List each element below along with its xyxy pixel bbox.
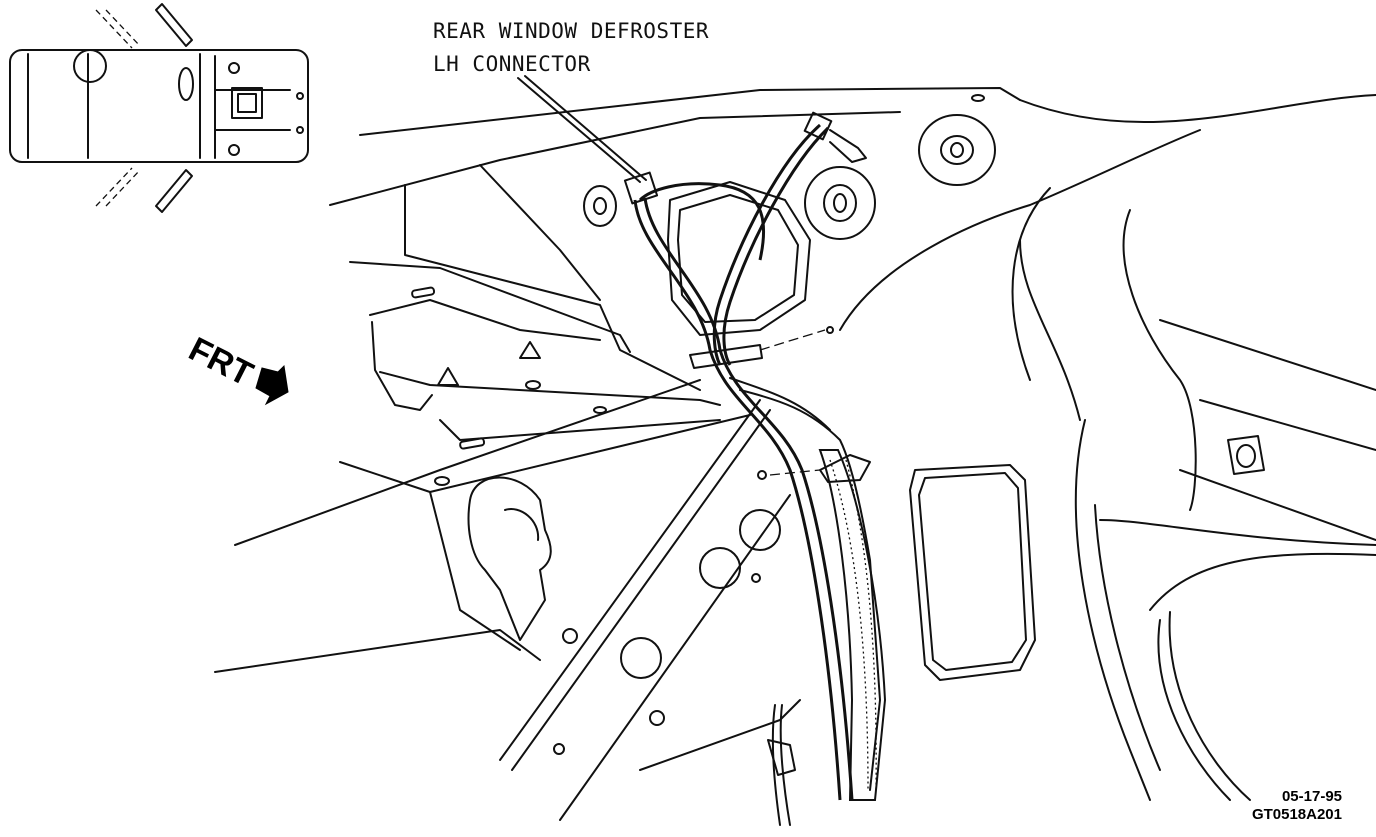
defroster-harness [623, 111, 887, 826]
front-direction-arrow [255, 364, 289, 406]
date-code: 05-17-95 [1281, 788, 1342, 805]
pillar [499, 399, 801, 821]
rear-window-opening [667, 181, 811, 336]
figure-code: GT0518A201 [1251, 806, 1342, 823]
callout-label-line1: REAR WINDOW DEFROSTER [433, 19, 710, 43]
vehicle-locator-inset [9, 3, 309, 213]
callout-leader [517, 75, 647, 183]
body-panels [214, 87, 1021, 673]
quarter-panel [583, 94, 1376, 801]
lh-connector [623, 171, 659, 205]
callout-label-line2: LH CONNECTOR [433, 52, 591, 76]
locator-circle [73, 49, 107, 83]
